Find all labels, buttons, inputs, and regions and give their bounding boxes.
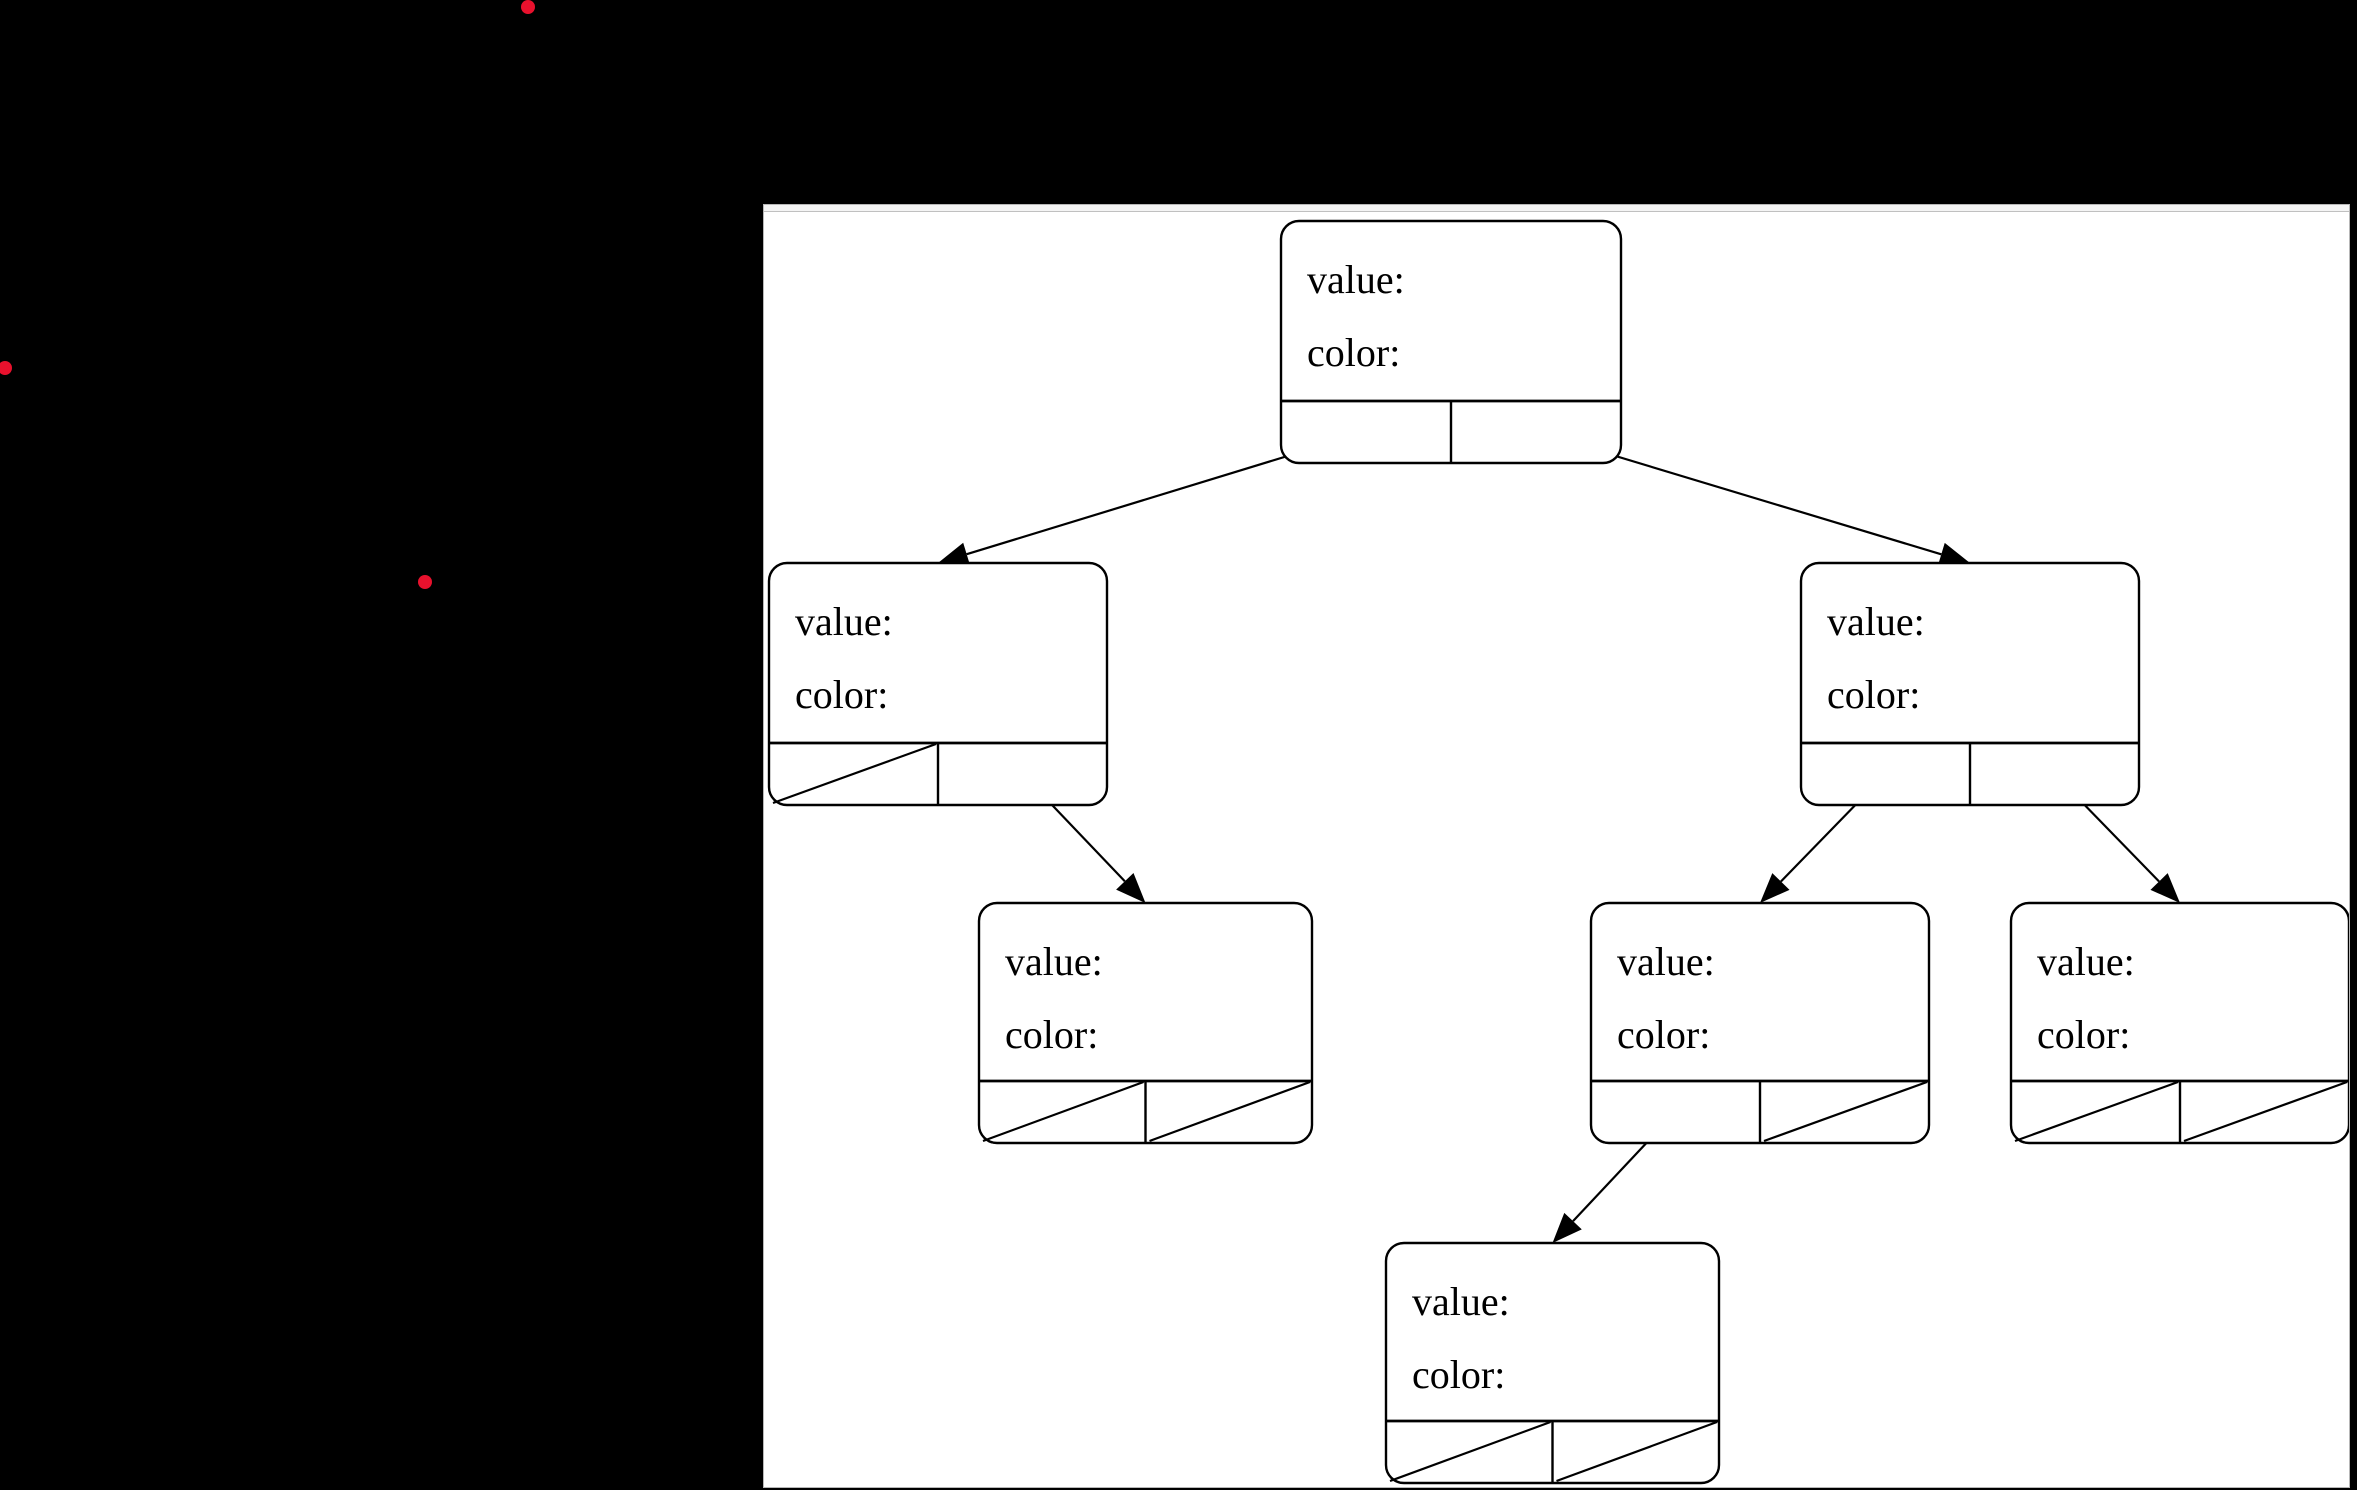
panel-titlebar (764, 205, 2349, 212)
node-value-label: value: (2037, 939, 2135, 984)
null-pointer-slash-right (2183, 1080, 2348, 1143)
tree-node-root[interactable]: value: color: (1279, 219, 1623, 465)
node-value-label: value: (1827, 599, 1925, 644)
node-color-label: color: (795, 672, 888, 717)
null-pointer-slash-left (2014, 1080, 2179, 1143)
node-pointer-cell-right[interactable] (938, 743, 1107, 805)
tree-node-left[interactable]: value: color: (767, 561, 1109, 807)
tree-node-right-left[interactable]: value: color: (1589, 901, 1931, 1145)
null-pointer-slash-right (1556, 1420, 1718, 1483)
node-color-label: color: (1005, 1012, 1098, 1057)
null-pointer-slash-right (1149, 1080, 1311, 1143)
node-value-label: value: (1005, 939, 1103, 984)
node-color-label: color: (1827, 672, 1920, 717)
node-value-label: value: (1307, 257, 1405, 302)
node-color-label: color: (2037, 1012, 2130, 1057)
tree-node-left-right[interactable]: value: color: (977, 901, 1314, 1145)
node-color-label: color: (1412, 1352, 1505, 1397)
cursor-marker-top (521, 0, 535, 14)
null-pointer-slash-left (1389, 1420, 1551, 1483)
null-pointer-slash-left (982, 1080, 1144, 1143)
node-pointer-cell-left[interactable] (1591, 1081, 1760, 1143)
tree-node-right[interactable]: value: color: (1799, 561, 2141, 807)
cursor-marker-left (0, 361, 12, 375)
node-color-label: color: (1307, 330, 1400, 375)
node-value-label: value: (1412, 1279, 1510, 1324)
node-value-label: value: (1617, 939, 1715, 984)
tree-node-right-right[interactable]: value: color: (2009, 901, 2349, 1145)
node-color-label: color: (1617, 1012, 1710, 1057)
binary-search-tree-diagram-panel[interactable]: value:color:value:color:value:color:valu… (763, 204, 2350, 1488)
node-pointer-cell-right[interactable] (1451, 401, 1621, 463)
node-pointer-cell-left[interactable] (1801, 743, 1970, 805)
null-pointer-slash-right (1763, 1080, 1928, 1143)
node-pointer-cell-right[interactable] (1970, 743, 2139, 805)
node-value-label: value: (795, 599, 893, 644)
tree-node-deep[interactable]: value: color: (1384, 1241, 1721, 1485)
node-pointer-cell-left[interactable] (1281, 401, 1451, 463)
null-pointer-slash-left (772, 742, 937, 805)
binary-tree-graphic: value:color:value:color:value:color:valu… (767, 219, 2349, 1485)
cursor-marker-mid (418, 575, 432, 589)
